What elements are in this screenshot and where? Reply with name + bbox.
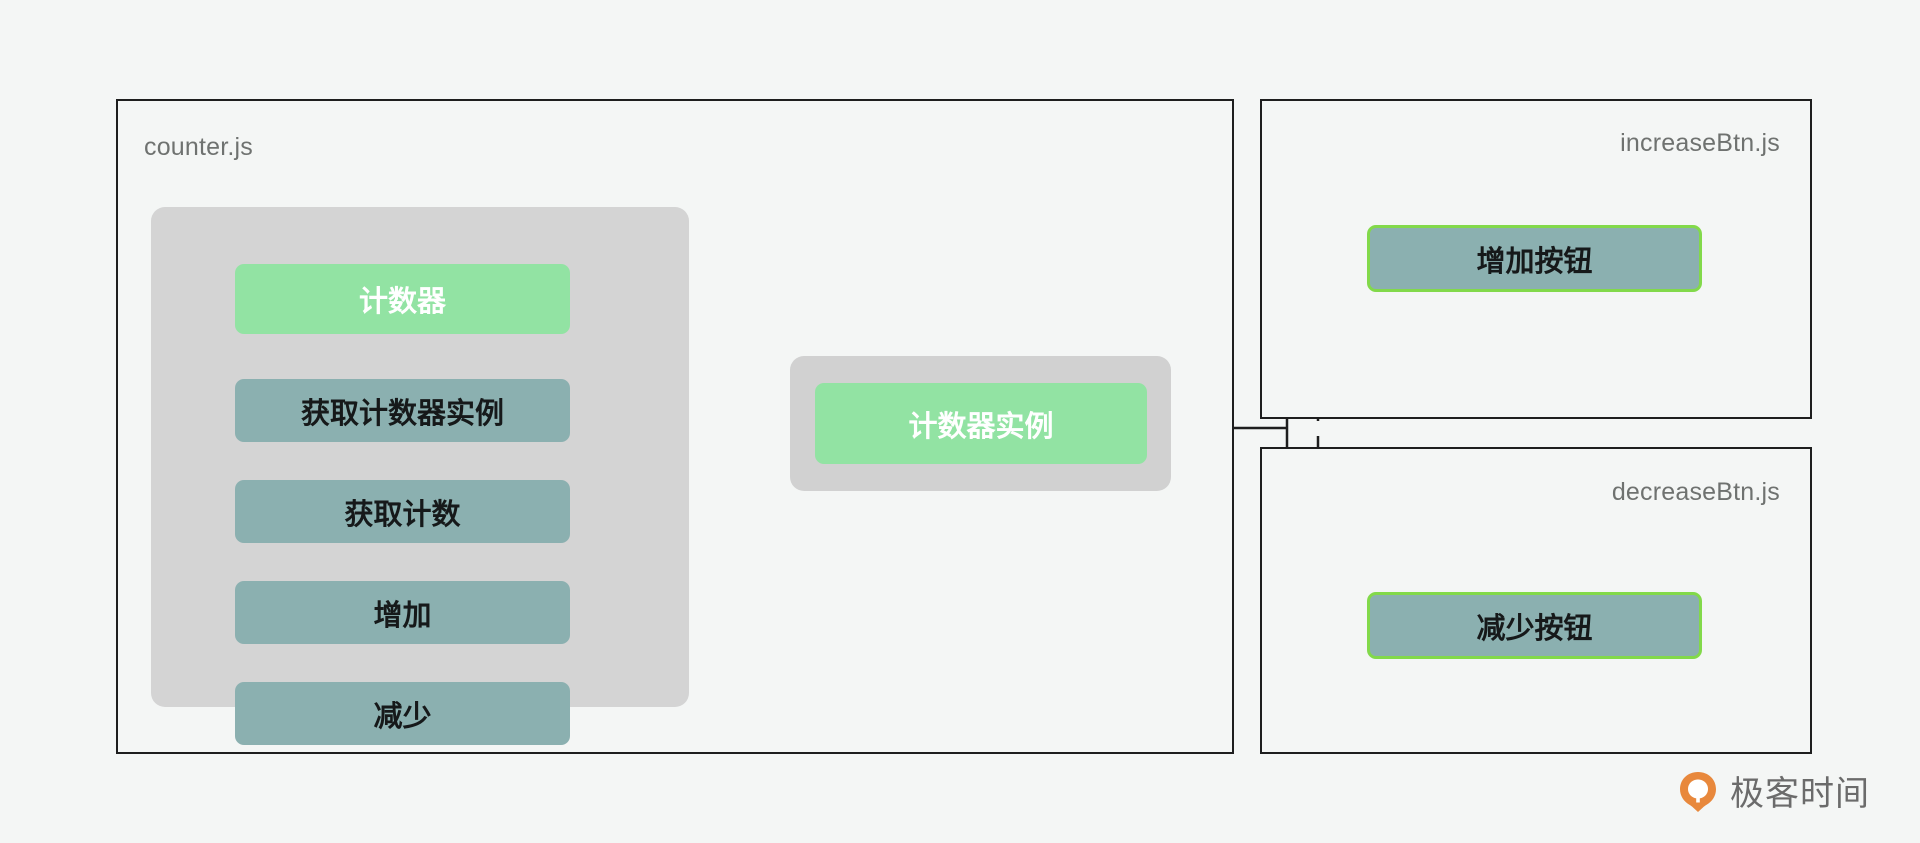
node-method-increase[interactable]: 增加	[235, 581, 570, 644]
node-method-get-instance[interactable]: 获取计数器实例	[235, 379, 570, 442]
node-method-get-count-label: 获取计数	[344, 498, 461, 531]
node-counter-instance[interactable]: 计数器实例	[815, 383, 1147, 464]
node-decrease-button[interactable]: 减少按钮	[1367, 592, 1702, 659]
node-increase-button[interactable]: 增加按钮	[1367, 225, 1702, 292]
node-method-get-count[interactable]: 获取计数	[235, 480, 570, 543]
node-method-decrease-label: 减少	[373, 700, 432, 733]
panel-label-decrease-btn-js: decreaseBtn.js	[1611, 478, 1780, 506]
node-counter-class-label: 计数器	[358, 286, 446, 318]
node-counter-instance-label: 计数器实例	[908, 410, 1054, 443]
node-counter-class[interactable]: 计数器	[235, 264, 570, 334]
node-method-decrease[interactable]: 减少	[235, 682, 570, 745]
panel-label-counter-js: counter.js	[144, 133, 254, 161]
brand-name: 极客时间	[1730, 775, 1870, 813]
geekbang-logo-icon	[1677, 770, 1719, 812]
brand-logo: 极客时间	[1677, 766, 1870, 815]
node-method-get-instance-label: 获取计数器实例	[300, 397, 504, 430]
panel-label-increase-btn-js: increaseBtn.js	[1620, 129, 1780, 157]
node-method-increase-label: 增加	[373, 599, 432, 632]
node-increase-button-label: 增加按钮	[1476, 245, 1593, 278]
node-decrease-button-label: 减少按钮	[1476, 612, 1593, 645]
